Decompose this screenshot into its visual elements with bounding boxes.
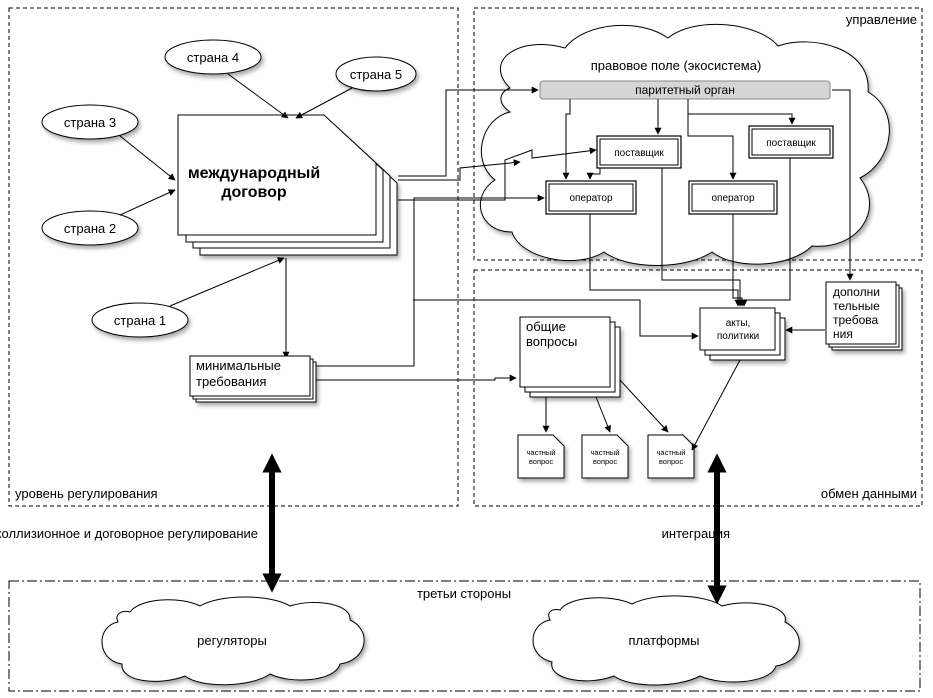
minimal-requirements-document: минимальные требования bbox=[189, 355, 317, 403]
exchange-region bbox=[473, 269, 923, 507]
country-label-1: страна 1 bbox=[114, 313, 166, 328]
regulation-region-label: уровень регулирования bbox=[15, 486, 158, 501]
international-treaty-document: международный договор bbox=[177, 114, 398, 256]
country-ellipse-4: страна 4 bbox=[164, 39, 262, 75]
third-parties-region bbox=[8, 580, 921, 692]
general-questions-line2: вопросы bbox=[526, 334, 577, 349]
general-questions-document: общие вопросы bbox=[519, 316, 621, 398]
regulators-label: регуляторы bbox=[197, 633, 267, 648]
acts-line2: политики bbox=[717, 331, 759, 342]
parity-authority-box bbox=[539, 80, 831, 100]
particular-3-line1: частный bbox=[657, 448, 686, 457]
country-ellipse-1: страна 1 bbox=[91, 302, 189, 338]
treaty-title-line2: договор bbox=[221, 184, 287, 201]
particular-question-2: частный вопрос bbox=[581, 434, 629, 479]
additional-line2: тельные bbox=[833, 299, 880, 313]
country-label-5: страна 5 bbox=[350, 67, 402, 82]
additional-requirements-document: дополни тельные требова ния bbox=[825, 281, 903, 351]
country-label-4: страна 4 bbox=[187, 50, 239, 65]
particular-3-line2: вопрос bbox=[659, 457, 683, 466]
management-connectors bbox=[562, 99, 796, 180]
country-ellipse-3: страна 3 bbox=[41, 104, 139, 140]
third-parties-label: третьи стороны bbox=[417, 586, 511, 601]
operator-box-2: оператор bbox=[688, 180, 778, 215]
regulation-region bbox=[8, 7, 459, 507]
integration-label: интеграция bbox=[662, 526, 730, 541]
minreq-line2: требования bbox=[196, 374, 266, 389]
supplier-box-2: поставщик bbox=[748, 125, 834, 159]
parity-authority-label: паритетный орган bbox=[635, 83, 735, 97]
country-arrows bbox=[119, 73, 353, 359]
management-region bbox=[473, 7, 923, 261]
particular-2-line2: вопрос bbox=[593, 457, 617, 466]
platforms-label: платформы bbox=[629, 633, 700, 648]
platforms-cloud bbox=[532, 595, 800, 686]
additional-line3: требова bbox=[833, 313, 878, 327]
country-ellipse-5: страна 5 bbox=[335, 56, 417, 92]
particular-1-line2: вопрос bbox=[529, 457, 553, 466]
management-region-label: управление bbox=[846, 12, 917, 27]
supplier-box-1: поставщик bbox=[596, 135, 682, 169]
country-label-2: страна 2 bbox=[64, 221, 116, 236]
operator-label-1: оператор bbox=[569, 193, 612, 204]
additional-line4: ния bbox=[833, 327, 853, 341]
operator-box-1: оператор bbox=[545, 180, 637, 215]
exchange-region-label: обмен данными bbox=[821, 486, 917, 501]
country-label-3: страна 3 bbox=[64, 115, 116, 130]
supplier-label-1: поставщик bbox=[614, 148, 664, 159]
particular-2-line1: частный bbox=[591, 448, 620, 457]
particular-question-3: частный вопрос bbox=[647, 434, 695, 479]
legal-field-title: правовое поле (экосистема) bbox=[591, 58, 762, 73]
supplier-label-2: поставщик bbox=[766, 138, 816, 149]
particular-1-line1: частный bbox=[527, 448, 556, 457]
acts-policies-document: акты, политики bbox=[699, 307, 786, 361]
exchange-connectors bbox=[413, 89, 854, 451]
acts-line1: акты, bbox=[726, 318, 751, 329]
additional-line1: дополни bbox=[833, 285, 880, 299]
treaty-management-links bbox=[316, 86, 597, 382]
operator-label-2: оператор bbox=[711, 193, 754, 204]
general-questions-line1: общие bbox=[526, 319, 566, 334]
collision-label: коллизионное и договорное регулирование bbox=[0, 526, 258, 541]
regulators-cloud bbox=[101, 596, 365, 686]
country-ellipse-2: страна 2 bbox=[41, 210, 139, 246]
particular-question-1: частный вопрос bbox=[517, 434, 565, 479]
treaty-title-line1: международный bbox=[188, 165, 320, 182]
minreq-line1: минимальные bbox=[196, 358, 281, 373]
